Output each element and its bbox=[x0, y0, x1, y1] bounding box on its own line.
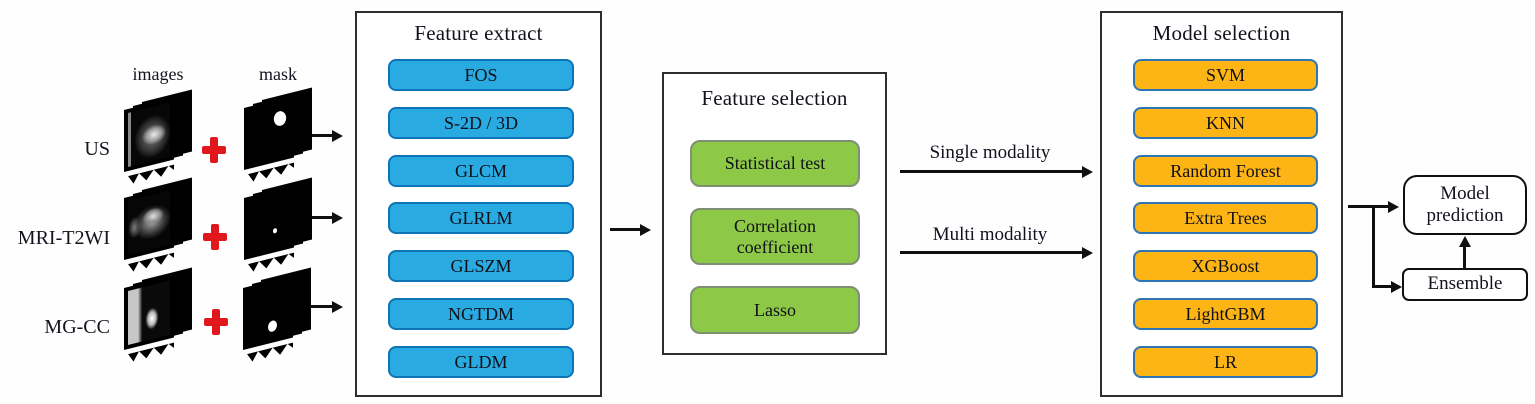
images-column-label: images bbox=[132, 64, 184, 84]
model-chip: LR bbox=[1133, 346, 1318, 378]
model-selection-title: Model selection bbox=[1152, 21, 1291, 45]
multi-modality-label: Multi modality bbox=[932, 224, 1048, 245]
mg-mask-stack bbox=[243, 267, 323, 364]
image-slice bbox=[124, 97, 174, 172]
arrow-right-icon bbox=[306, 216, 332, 219]
feature-chip: GLSZM bbox=[388, 250, 574, 282]
feature-chip: FOS bbox=[388, 59, 574, 91]
feature-chip: GLDM bbox=[388, 346, 574, 378]
feature-extract-panel: Feature extract FOS S-2D / 3D GLCM GLRLM… bbox=[355, 11, 602, 397]
arrow-right-icon bbox=[610, 228, 640, 231]
feature-selection-panel: Feature selection Statistical test Corre… bbox=[662, 72, 887, 355]
feature-extract-title: Feature extract bbox=[414, 21, 543, 45]
single-modality-arrow-icon bbox=[900, 170, 1082, 173]
ensemble-box: Ensemble bbox=[1402, 268, 1528, 301]
multi-modality-arrow-icon bbox=[900, 251, 1082, 254]
row-label-us: US bbox=[84, 138, 110, 160]
mask-slice bbox=[244, 95, 294, 170]
feature-chip: S-2D / 3D bbox=[388, 107, 574, 139]
mask-slice bbox=[243, 275, 293, 350]
feature-chip: NGTDM bbox=[388, 298, 574, 330]
mask-slice bbox=[244, 185, 294, 260]
arrow-ensemble-to-prediction-icon bbox=[1463, 246, 1466, 268]
us-scan-image bbox=[128, 102, 170, 168]
mg-image-stack bbox=[124, 267, 204, 364]
arrow-right-icon bbox=[306, 134, 332, 137]
mri-image-stack bbox=[124, 177, 204, 274]
row-label-mri: MRI-T2WI bbox=[17, 227, 110, 249]
model-selection-panel: Model selection SVM KNN Random Forest Ex… bbox=[1100, 11, 1343, 397]
us-roi-blob bbox=[271, 108, 289, 129]
image-slice bbox=[124, 185, 174, 260]
row-label-mg: MG-CC bbox=[44, 316, 110, 338]
model-chip: SVM bbox=[1133, 59, 1318, 91]
model-chip: Random Forest bbox=[1133, 155, 1318, 187]
model-chip: Extra Trees bbox=[1133, 202, 1318, 234]
plus-icon bbox=[204, 309, 228, 335]
selection-chip: Statistical test bbox=[690, 140, 860, 187]
feature-chip: GLCM bbox=[388, 155, 574, 187]
plus-icon bbox=[203, 224, 227, 250]
mg-scan-image bbox=[128, 280, 170, 346]
feature-chip: GLRLM bbox=[388, 202, 574, 234]
us-image-stack bbox=[124, 89, 204, 186]
mask-column-label: mask bbox=[259, 64, 297, 84]
mri-scan-image bbox=[128, 190, 170, 256]
branch-line bbox=[1372, 206, 1375, 288]
feature-selection-title: Feature selection bbox=[701, 86, 848, 110]
model-chip: LightGBM bbox=[1133, 298, 1318, 330]
single-modality-label: Single modality bbox=[929, 142, 1051, 163]
arrow-to-ensemble-icon bbox=[1372, 285, 1391, 288]
arrow-right-icon bbox=[306, 305, 332, 308]
selection-chip: Lasso bbox=[690, 286, 860, 334]
model-prediction-box: Model prediction bbox=[1403, 175, 1527, 235]
mri-mask-stack bbox=[244, 177, 324, 274]
model-chip: XGBoost bbox=[1133, 250, 1318, 282]
mg-roi-blob bbox=[268, 319, 277, 333]
image-slice bbox=[124, 275, 174, 350]
selection-chip: Correlation coefficient bbox=[690, 208, 860, 265]
mri-roi-blob bbox=[273, 227, 277, 234]
arrow-to-prediction-icon bbox=[1348, 205, 1388, 208]
model-chip: KNN bbox=[1133, 107, 1318, 139]
plus-icon bbox=[202, 137, 226, 163]
us-mask-stack bbox=[244, 87, 324, 184]
